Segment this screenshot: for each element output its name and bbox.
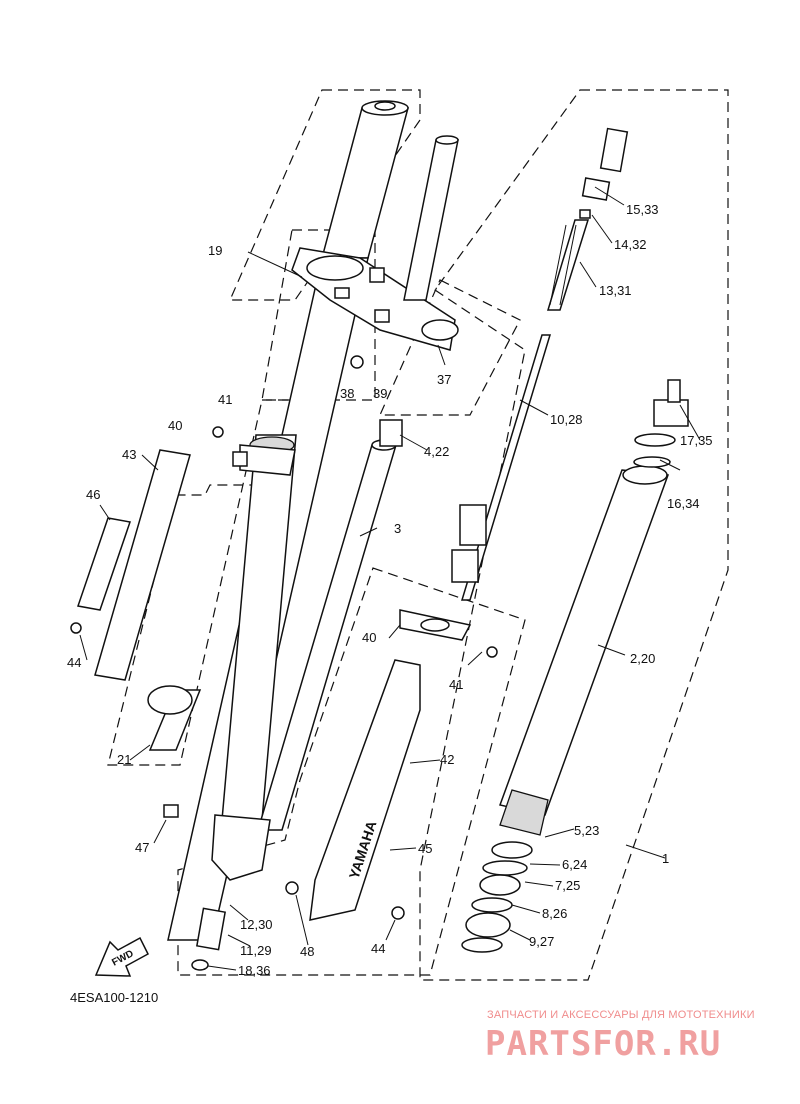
spring-15-33 [579, 127, 629, 219]
tube-3 [256, 419, 403, 831]
lower-clamp-right [399, 609, 472, 641]
callout-47: 47 [135, 840, 149, 855]
inner-tube-right-top [403, 135, 459, 301]
callout-4-22: 4,22 [424, 444, 449, 459]
callout-10-28: 10,28 [550, 412, 583, 427]
fork-guard-42: YAMAHA [309, 659, 421, 921]
callout-7-25: 7,25 [555, 878, 580, 893]
callout-21: 21 [117, 752, 131, 767]
spring-13-31 [546, 219, 590, 311]
callout-13-31: 13,31 [599, 283, 632, 298]
callout-9-27: 9,27 [529, 934, 554, 949]
damper-rod [451, 334, 552, 601]
callout-6-24: 6,24 [562, 857, 587, 872]
callout-11-29: 11,29 [240, 943, 272, 958]
callout-17-35: 17,35 [680, 433, 713, 448]
fwd-arrow: FWD [94, 936, 149, 977]
callout-16-34: 16,34 [667, 496, 700, 511]
callout-41-lower: 41 [449, 677, 463, 692]
callout-18-36: 18,36 [238, 963, 271, 978]
callout-43: 43 [122, 447, 136, 462]
callout-44-right: 44 [371, 941, 385, 956]
callout-1: 1 [662, 851, 669, 866]
callout-14-32: 14,32 [614, 237, 647, 252]
callout-38: 38 [340, 386, 354, 401]
lower-clamp-left [232, 444, 296, 476]
callout-40-upper: 40 [168, 418, 182, 433]
leader-lines [79, 186, 701, 971]
callout-42: 42 [440, 752, 454, 767]
callout-12-30: 12,30 [240, 917, 273, 932]
callout-44-left: 44 [67, 655, 81, 670]
callout-labels: 15,33 14,32 19 13,31 37 38 39 41 40 10,2… [67, 202, 713, 978]
callout-3: 3 [394, 521, 401, 536]
callout-48: 48 [300, 944, 314, 959]
watermark-logo: PARTSFOR.RU [485, 1024, 722, 1064]
watermark-tagline: ЗАПЧАСТИ И АКСЕССУАРЫ ДЛЯ МОТОТЕХНИКИ [487, 1009, 755, 1021]
callout-5-23: 5,23 [574, 823, 599, 838]
callout-40-lower: 40 [362, 630, 376, 645]
drawing-code: 4ESA100-1210 [70, 990, 159, 1005]
outer-tube-2-20 [499, 465, 670, 836]
callout-2-20: 2,20 [630, 651, 655, 666]
callout-37: 37 [437, 372, 451, 387]
callout-46: 46 [86, 487, 100, 502]
guard-43 [94, 449, 191, 681]
cap-bolt-17-35 [633, 379, 689, 468]
outer-tube-left [147, 434, 297, 821]
bolts [70, 355, 498, 920]
callout-39: 39 [373, 386, 387, 401]
callout-8-26: 8,26 [542, 906, 567, 921]
plate-46 [77, 517, 131, 611]
axle-holder [191, 814, 271, 971]
callout-41-upper: 41 [218, 392, 232, 407]
callout-45: 45 [418, 841, 432, 856]
callout-15-33: 15,33 [626, 202, 659, 217]
callout-19: 19 [208, 243, 222, 258]
upper-bracket [291, 247, 459, 351]
seal-stack [461, 841, 533, 953]
